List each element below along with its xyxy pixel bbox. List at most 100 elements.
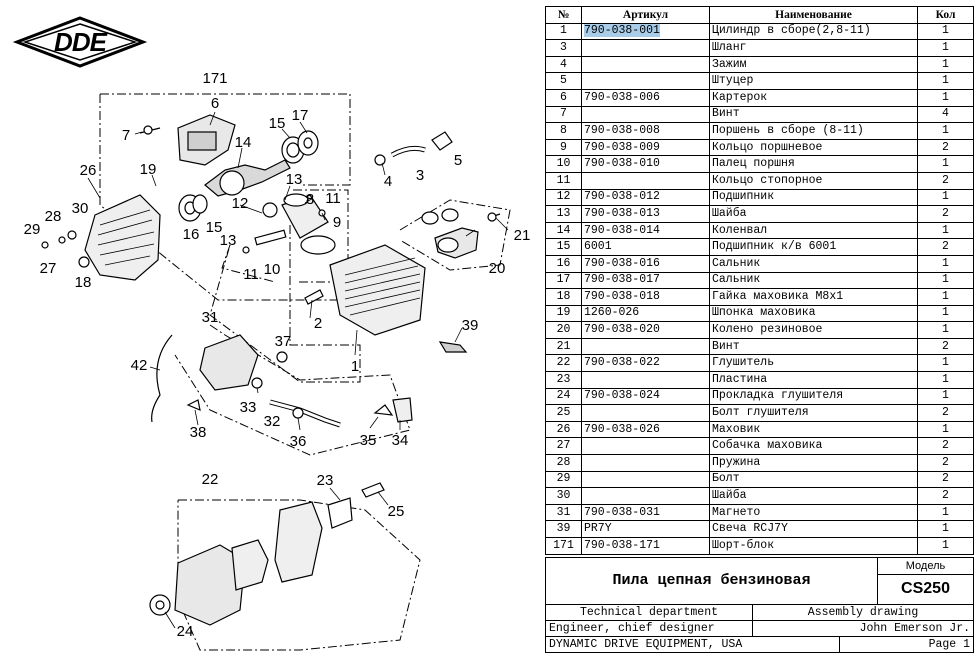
row-article — [581, 487, 710, 505]
row-article — [581, 171, 710, 190]
row-name: Подшипник к/в 6001 — [709, 238, 918, 256]
row-qty: 2 — [917, 138, 974, 157]
row-name: Винт — [709, 105, 918, 124]
callout: 4 — [384, 173, 392, 190]
callout: 13 — [286, 171, 303, 188]
row-name: Гайка маховика М8х1 — [709, 288, 918, 306]
model-label: Модель — [877, 557, 975, 575]
row-number: 1 — [545, 22, 582, 41]
callout: 2 — [314, 315, 322, 332]
row-qty: 1 — [917, 304, 974, 323]
row-article: 790-038-024 — [581, 387, 710, 406]
row-qty: 2 — [917, 171, 974, 190]
group-outlines — [99, 93, 511, 651]
callout: 15 — [269, 115, 286, 132]
row-article: 6001 — [581, 238, 710, 256]
callout: 5 — [454, 152, 462, 169]
row-name: Сальник — [709, 271, 918, 290]
row-article: 790-038-009 — [581, 138, 710, 157]
row-name: Маховик — [709, 420, 918, 439]
callout: 18 — [75, 274, 92, 291]
row-name: Шпонка маховика — [709, 304, 918, 323]
row-name: Картерок — [709, 88, 918, 107]
row-article: 790-038-020 — [581, 321, 710, 339]
row-number: 9 — [545, 138, 582, 157]
row-qty: 1 — [917, 371, 974, 389]
row-article — [581, 371, 710, 389]
parts-table-header: № Артикул Наименование Кол — [545, 6, 974, 24]
callout: 36 — [290, 433, 307, 450]
row-name: Шайба — [709, 205, 918, 223]
row-article — [581, 337, 710, 356]
callout: 11 — [243, 266, 259, 283]
callout: 3 — [416, 167, 424, 184]
header-name: Наименование — [709, 6, 918, 24]
person: John Emerson Jr. — [751, 620, 975, 637]
callout: 20 — [489, 260, 506, 277]
header-qty: Кол — [917, 6, 974, 24]
row-qty: 2 — [917, 470, 974, 489]
callout: 13 — [220, 232, 237, 249]
row-article: PR7Y — [581, 520, 710, 538]
callout: 11 — [325, 190, 341, 207]
row-name: Болт — [709, 470, 918, 489]
callout: 7 — [122, 127, 130, 144]
selected-text-highlight[interactable]: 790-038-001 — [584, 24, 660, 38]
row-name: Винт — [709, 337, 918, 356]
row-qty: 1 — [917, 122, 974, 140]
row-name: Пластина — [709, 371, 918, 389]
callout: 37 — [275, 333, 292, 350]
header-article: Артикул — [581, 6, 710, 24]
row-article: 790-038-016 — [581, 254, 710, 273]
callout: 29 — [24, 221, 41, 238]
row-number: 11 — [545, 171, 582, 190]
row-qty: 2 — [917, 454, 974, 472]
row-article: 790-038-026 — [581, 420, 710, 439]
callout: 32 — [264, 413, 281, 430]
model-code: CS250 — [877, 573, 975, 606]
row-number: 29 — [545, 470, 582, 489]
row-name: Цилиндр в сборе(2,8-11) — [709, 22, 918, 41]
row-qty: 1 — [917, 420, 974, 439]
row-qty: 2 — [917, 437, 974, 456]
row-name: Колено резиновое — [709, 321, 918, 339]
callout: 25 — [388, 503, 405, 520]
row-name: Глушитель — [709, 354, 918, 373]
header-no: № — [545, 6, 582, 24]
row-qty: 1 — [917, 221, 974, 240]
row-qty: 1 — [917, 155, 974, 173]
row-article — [581, 72, 710, 90]
drawing-type: Assembly drawing — [751, 604, 975, 621]
row-qty: 1 — [917, 503, 974, 522]
callout: 17 — [292, 107, 309, 124]
callout: 15 — [206, 219, 223, 236]
callout: 171 — [202, 70, 227, 87]
row-name: Сальник — [709, 254, 918, 273]
row-number: 27 — [545, 437, 582, 456]
row-article — [581, 39, 710, 57]
row-article: 790-038-017 — [581, 271, 710, 290]
row-qty: 4 — [917, 105, 974, 124]
logo-text: DDE — [54, 27, 108, 57]
row-article: 790-038-018 — [581, 288, 710, 306]
row-number: 39 — [545, 520, 582, 538]
row-name: Пружина — [709, 454, 918, 472]
callout: 33 — [240, 399, 257, 416]
